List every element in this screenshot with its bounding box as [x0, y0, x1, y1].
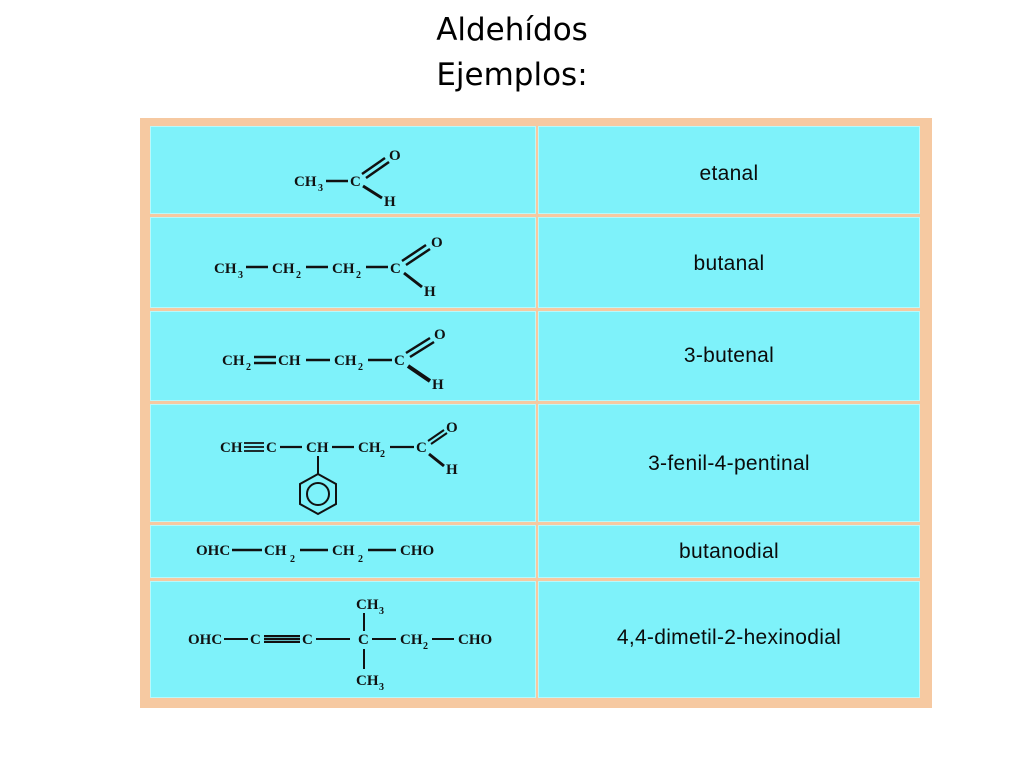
formula-text: C: [302, 632, 313, 648]
formula-text: OHC: [196, 543, 230, 559]
compound-name: butanodial: [679, 540, 779, 563]
compound-name: etanal: [699, 162, 759, 185]
formula-subscript: 2: [356, 270, 361, 281]
formula-subscript: 3: [379, 682, 384, 693]
structural-formula-3-fenil-4-pentinal: CH C CH CH 2 C O H: [220, 420, 458, 516]
formula-text: C: [250, 632, 261, 648]
formula-subscript: 3: [318, 183, 323, 194]
compound-name: butanal: [693, 252, 765, 275]
formula-subscript: 2: [358, 362, 363, 373]
compound-name: 3-butenal: [683, 344, 775, 367]
formula-text: CH: [400, 632, 423, 648]
compound-name: 4,4-dimetil-2-hexinodial: [616, 626, 842, 649]
formula-text: O: [434, 327, 446, 343]
formula-text: CH: [220, 440, 243, 456]
formula-cell-3-butenal: CH 2 CH CH 2 C O H: [150, 311, 536, 401]
formula-text: CHO: [458, 632, 492, 648]
formula-text: C: [416, 440, 427, 456]
formula-text: CH: [264, 543, 287, 559]
formula-cell-butanal: CH 3 CH 2 CH 2 C O H: [150, 217, 536, 308]
formula-text: O: [389, 148, 401, 164]
title-line-2: Ejemplos:: [436, 57, 588, 93]
slide-title: Aldehídos Ejemplos:: [0, 8, 1024, 98]
formula-text: CH: [356, 673, 379, 689]
formula-text: CH: [294, 174, 317, 190]
formula-text: CH: [334, 353, 357, 369]
formula-text: CH: [358, 440, 381, 456]
formula-subscript: 2: [246, 362, 251, 373]
formula-subscript: 2: [358, 554, 363, 565]
formula-text: O: [431, 235, 443, 251]
formula-text: CH: [278, 353, 301, 369]
formula-text: CH: [332, 261, 355, 277]
structural-formula-4-4-dimetil-2-hexinodial: CH 3 OHC C C C CH 2 CHO CH 3: [188, 597, 492, 693]
formula-cell-butanodial: OHC CH 2 CH 2 CHO: [150, 525, 536, 578]
formula-text: C: [390, 261, 401, 277]
name-cell-etanal: etanal: [538, 126, 920, 214]
formula-text: CH: [306, 440, 329, 456]
name-cell-butanodial: butanodial: [538, 525, 920, 578]
formula-text: CH: [222, 353, 245, 369]
formula-text: OHC: [188, 632, 222, 648]
formula-subscript: 2: [290, 554, 295, 565]
formula-cell-4-4-dimetil-2-hexinodial: CH 3 OHC C C C CH 2 CHO CH 3: [150, 581, 536, 698]
formula-text: H: [432, 377, 444, 393]
formula-subscript: 2: [296, 270, 301, 281]
formula-text: C: [394, 353, 405, 369]
formula-text: O: [446, 420, 458, 436]
aldehyde-table: CH 3 C O H etanal CH 3 CH 2 CH 2 C: [140, 118, 932, 708]
formula-text: CHO: [400, 543, 434, 559]
compound-name: 3-fenil-4-pentinal: [648, 452, 810, 475]
formula-subscript: 3: [238, 270, 243, 281]
formula-text: CH: [272, 261, 295, 277]
formula-text: CH: [332, 543, 355, 559]
name-cell-butanal: butanal: [538, 217, 920, 308]
structural-formula-butanal: CH 3 CH 2 CH 2 C O H: [214, 235, 443, 300]
structural-formula-etanal: CH 3 C O H: [294, 148, 401, 210]
formula-subscript: 3: [379, 606, 384, 617]
formula-subscript: 2: [423, 641, 428, 652]
formula-text: C: [358, 632, 369, 648]
formula-text: H: [424, 284, 436, 300]
title-line-1: Aldehídos: [436, 12, 588, 48]
name-cell-4-4-dimetil-2-hexinodial: 4,4-dimetil-2-hexinodial: [538, 581, 920, 698]
formula-text: C: [266, 440, 277, 456]
formula-text: H: [446, 462, 458, 478]
structural-formula-butanodial: OHC CH 2 CH 2 CHO: [196, 543, 434, 565]
name-cell-3-fenil-4-pentinal: 3-fenil-4-pentinal: [538, 404, 920, 522]
formula-text: CH: [356, 597, 379, 613]
formula-subscript: 2: [380, 449, 385, 460]
formula-text: H: [384, 194, 396, 210]
name-cell-3-butenal: 3-butenal: [538, 311, 920, 401]
formula-text: CH: [214, 261, 237, 277]
formula-cell-etanal: CH 3 C O H: [150, 126, 536, 214]
formula-cell-3-fenil-4-pentinal: CH C CH CH 2 C O H: [150, 404, 536, 522]
formula-text: C: [350, 174, 361, 190]
structural-formula-3-butenal: CH 2 CH CH 2 C O H: [222, 327, 446, 393]
